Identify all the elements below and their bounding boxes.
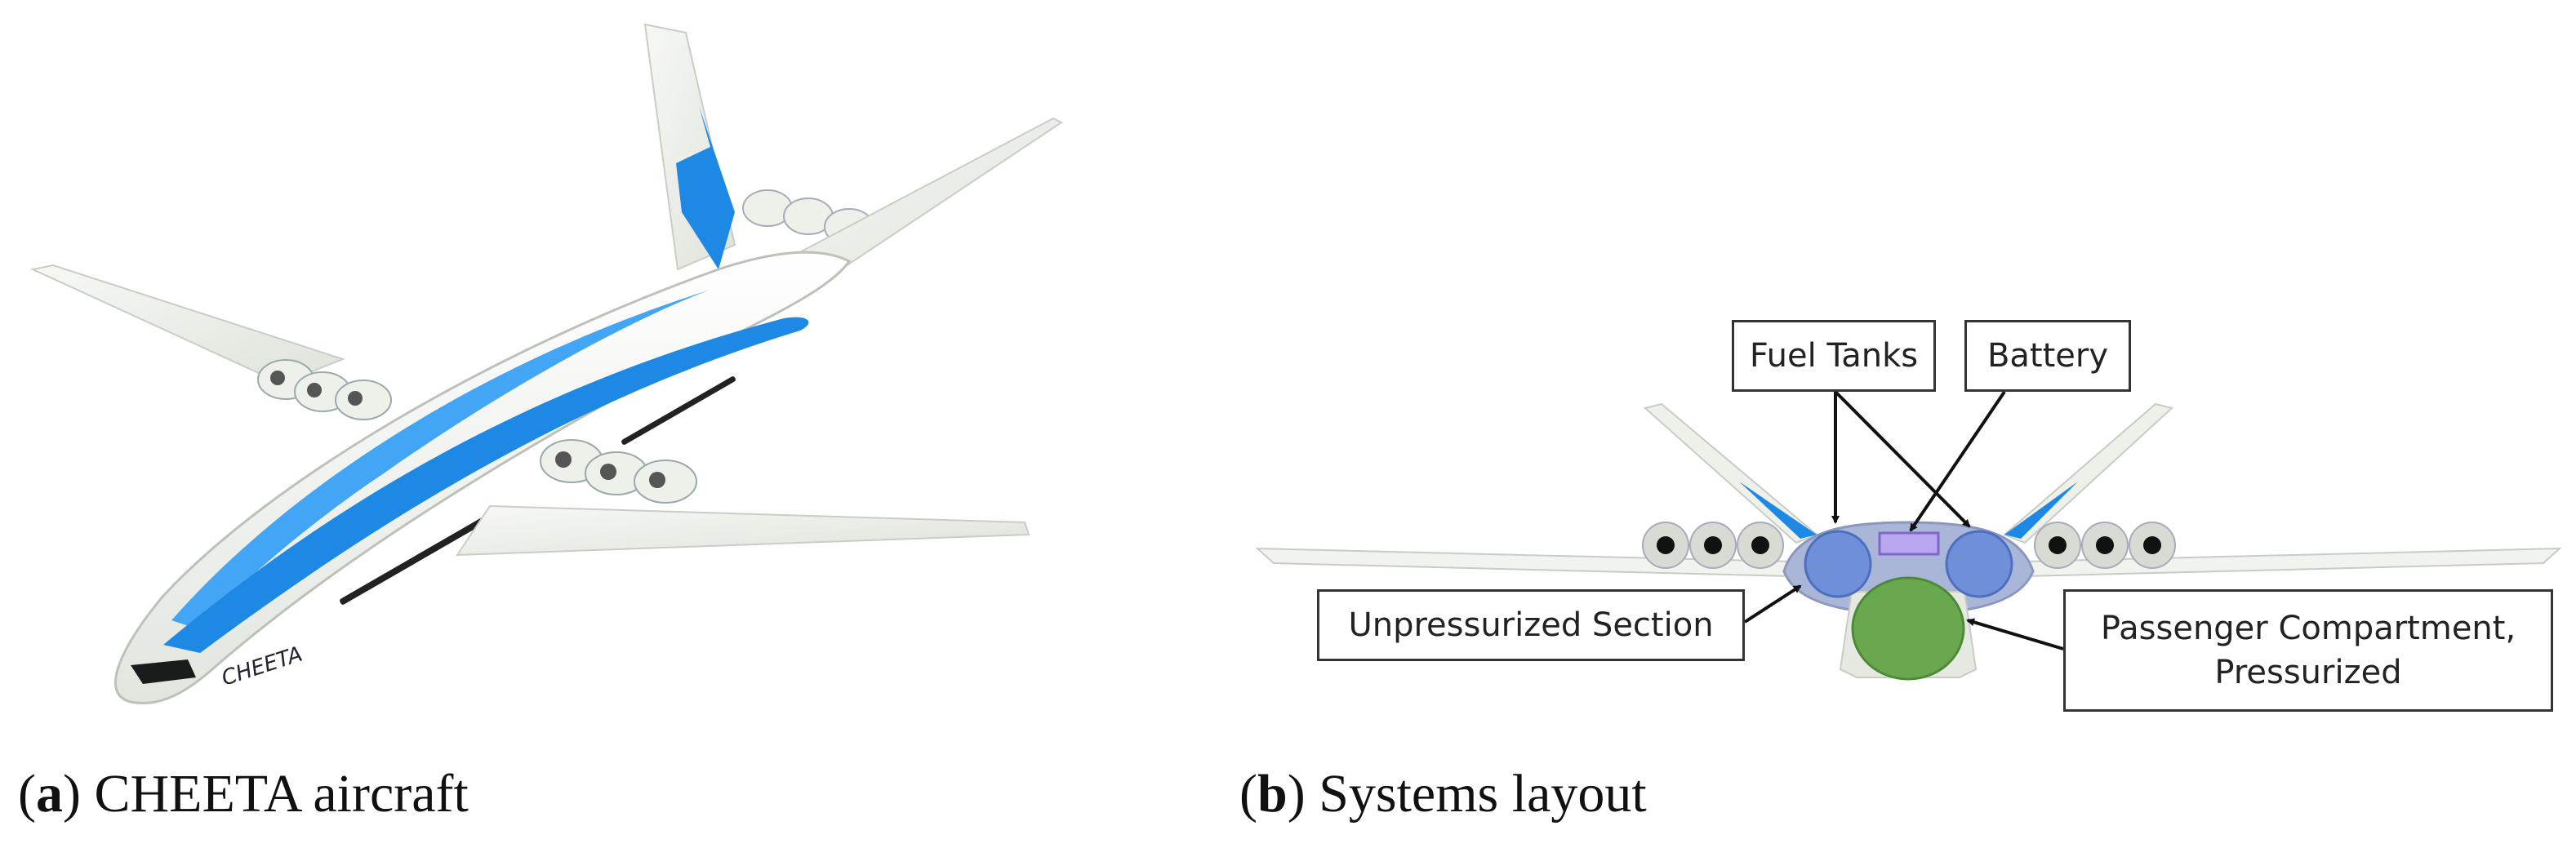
left-wing	[29, 264, 345, 385]
right-wing	[456, 504, 1030, 557]
battery-label: Battery	[1964, 320, 2131, 392]
passenger-compartment	[1851, 576, 1965, 681]
left-tail-livery	[1739, 482, 1817, 539]
fuel-tank-right	[1945, 530, 2013, 598]
caption-b-letter: b	[1257, 764, 1288, 824]
caption-a-text: CHEETA aircraft	[94, 764, 469, 824]
passenger-compartment-label: Passenger Compartment, Pressurized	[2063, 589, 2553, 712]
passenger-compartment-label-line2: Pressurized	[2214, 654, 2402, 691]
fuel-tanks-label-text: Fuel Tanks	[1749, 337, 1919, 375]
right-wing-engines	[540, 439, 697, 504]
fuselage	[114, 251, 852, 705]
caption-a: (a) CHEETA aircraft	[18, 764, 469, 824]
fuel-tanks-label: Fuel Tanks	[1732, 320, 1936, 392]
right-tail-livery	[2004, 482, 2078, 539]
battery-label-text: Battery	[1987, 337, 2109, 375]
cabin-windows	[340, 376, 736, 605]
fuel-tank-left	[1804, 530, 1872, 598]
caption-b-text: Systems layout	[1319, 764, 1647, 824]
unpressurized-section-label: Unpressurized Section	[1317, 589, 1745, 661]
tail-livery	[676, 106, 735, 269]
livery-stripe-upper	[171, 290, 710, 628]
passenger-compartment-label-line1: Passenger Compartment,	[2100, 610, 2516, 647]
cheeta-aircraft-illustration: CHEETA	[29, 23, 1063, 705]
caption-a-letter: a	[35, 764, 63, 824]
left-engines	[1642, 522, 1784, 569]
callout-arrows	[1743, 390, 2064, 651]
left-wing-engines	[257, 359, 392, 420]
right-engines	[2034, 522, 2176, 569]
cockpit-window	[131, 659, 196, 684]
battery-pack	[1878, 531, 1940, 556]
systems-layout-diagram	[1255, 390, 2562, 681]
livery-stripe-lower	[163, 317, 809, 653]
unpressurized-section-label-text: Unpressurized Section	[1348, 606, 1714, 644]
caption-b: (b) Systems layout	[1239, 764, 1647, 824]
